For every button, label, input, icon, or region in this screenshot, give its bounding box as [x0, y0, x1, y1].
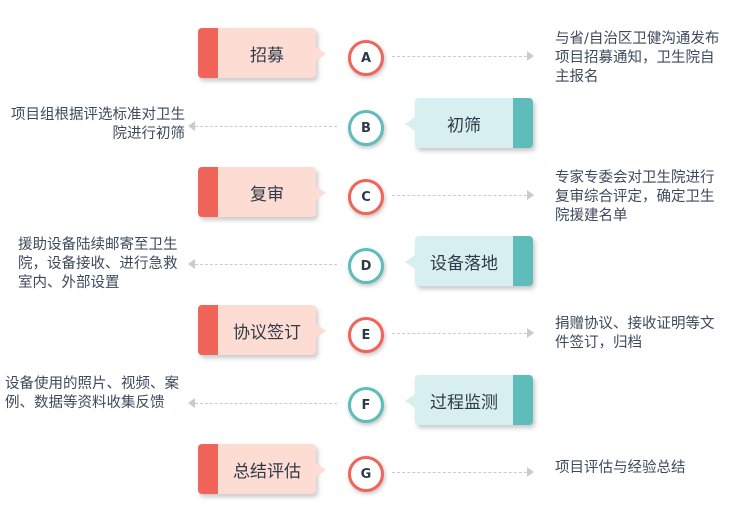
step-label-box: 总结评估 — [198, 444, 326, 494]
accent-tab — [513, 375, 533, 425]
step-marker: B — [348, 110, 384, 146]
connector-arrow — [392, 190, 534, 200]
connector-arrow — [188, 398, 337, 408]
step-monitoring: 过程监测 F 设备使用的照片、视频、案例、数据等资料收集反馈 — [0, 375, 750, 435]
pointer-arrow — [316, 186, 326, 200]
accent-tab — [198, 28, 218, 78]
step-description: 项目组根据评选标准对卫生院进行初筛 — [11, 107, 185, 142]
step-label-box: 过程监测 — [405, 375, 533, 425]
connector-arrow — [392, 51, 534, 61]
step-label-box: 招募 — [198, 28, 326, 78]
step-label: 初筛 — [447, 115, 481, 136]
step-label: 协议签订 — [233, 322, 301, 343]
accent-tab — [198, 305, 218, 355]
accent-tab — [513, 236, 533, 286]
step-label-box: 复审 — [198, 167, 326, 217]
pointer-arrow — [316, 463, 326, 477]
step-label: 招募 — [250, 45, 284, 66]
step-screening: 初筛 B 项目组根据评选标准对卫生院进行初筛 — [0, 98, 750, 158]
step-label-box: 初筛 — [405, 98, 533, 148]
accent-tab — [513, 98, 533, 148]
connector-arrow — [392, 328, 534, 338]
connector-arrow — [188, 259, 337, 269]
connector-arrow — [188, 121, 337, 131]
step-label-box: 协议签订 — [198, 305, 326, 355]
step-review: 复审 C 专家专委会对卫生院进行复审综合评定，确定卫生院援建名单 — [0, 167, 750, 227]
step-marker: C — [348, 179, 384, 215]
step-label: 设备落地 — [430, 253, 498, 274]
step-description: 援助设备陆续邮寄至卫生院，设备接收、进行急救室内、外部设置 — [18, 237, 178, 291]
pointer-arrow — [405, 394, 415, 408]
pointer-arrow — [316, 47, 326, 61]
step-agreement: 协议签订 E 捐赠协议、接收证明等文件签订，归档 — [0, 305, 750, 365]
step-description: 捐赠协议、接收证明等文件签订，归档 — [555, 316, 715, 351]
accent-tab — [198, 167, 218, 217]
step-equipment-delivery: 设备落地 D 援助设备陆续邮寄至卫生院，设备接收、进行急救室内、外部设置 — [0, 236, 750, 296]
step-label: 复审 — [250, 184, 284, 205]
step-marker: A — [348, 40, 384, 76]
step-description: 设备使用的照片、视频、案例、数据等资料收集反馈 — [5, 376, 179, 411]
step-evaluation: 总结评估 G 项目评估与经验总结 — [0, 444, 750, 504]
pointer-arrow — [405, 117, 415, 131]
step-marker: E — [348, 317, 384, 353]
step-label: 总结评估 — [233, 461, 301, 482]
step-description: 专家专委会对卫生院进行复审综合评定，确定卫生院援建名单 — [555, 170, 715, 224]
step-marker: G — [348, 456, 384, 492]
connector-arrow — [392, 467, 534, 477]
accent-tab — [198, 444, 218, 494]
step-recruit: 招募 A 与省/自治区卫健沟通发布项目招募通知，卫生院自主报名 — [0, 28, 750, 88]
step-marker: D — [348, 248, 384, 284]
step-label-box: 设备落地 — [405, 236, 533, 286]
step-description: 项目评估与经验总结 — [555, 460, 686, 476]
step-marker: F — [348, 387, 384, 423]
pointer-arrow — [405, 255, 415, 269]
step-description: 与省/自治区卫健沟通发布项目招募通知，卫生院自主报名 — [555, 31, 720, 85]
pointer-arrow — [316, 324, 326, 338]
step-label: 过程监测 — [430, 392, 498, 413]
